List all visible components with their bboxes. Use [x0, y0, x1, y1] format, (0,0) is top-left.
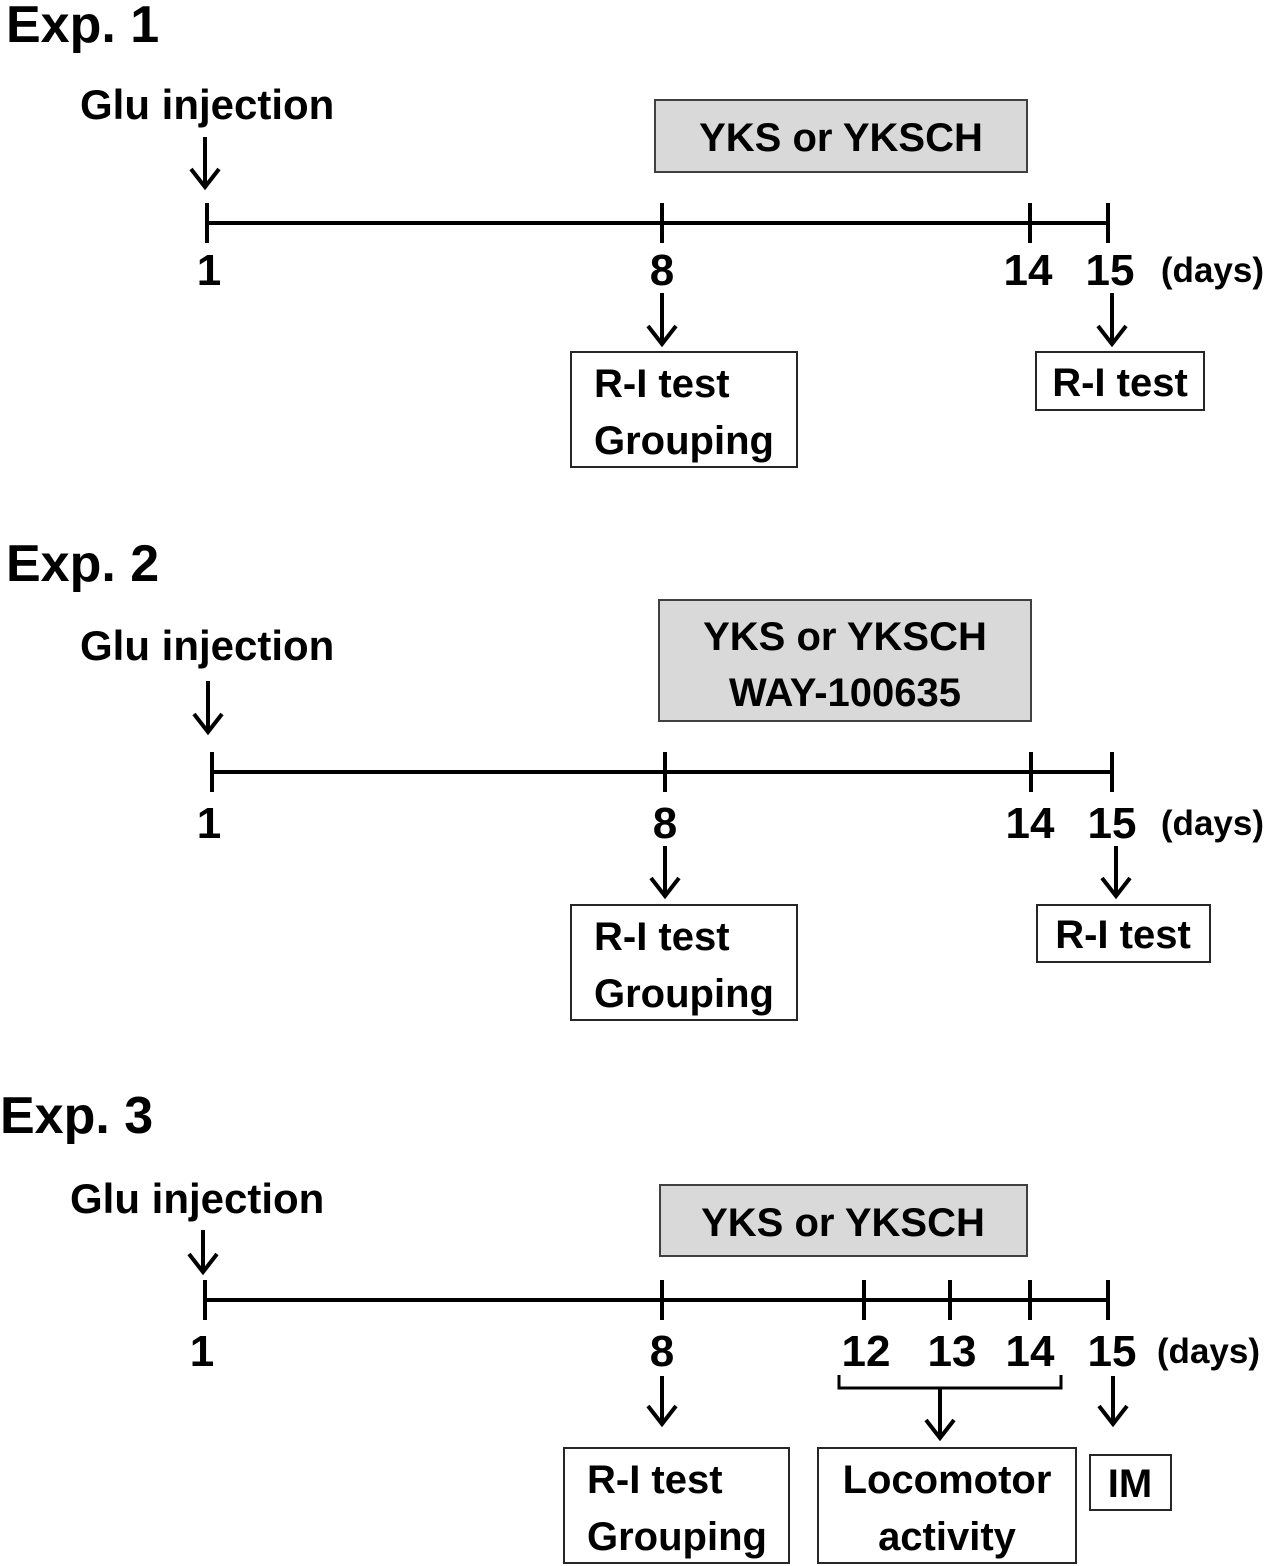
exp3-days-12-14-arrow: [924, 1389, 956, 1442]
exp3-days-12-14-bracket: [837, 1375, 1063, 1390]
exp3-day8-arrow: [646, 1376, 678, 1428]
exp1-title: Exp. 1: [6, 0, 159, 54]
exp2-day8-box: [570, 904, 798, 1021]
exp1-tick-label-day-8: 8: [650, 246, 674, 295]
exp2-day15-arrow: [1100, 846, 1132, 900]
arrow-head: [646, 324, 678, 348]
exp3-tick-label-day-12: 12: [842, 1327, 891, 1376]
exp3-injection-arrow: [187, 1230, 219, 1276]
exp1-day8-box: [570, 351, 798, 468]
arrow-head: [649, 876, 681, 900]
exp2-title: Exp. 2: [6, 535, 159, 593]
exp3-title: Exp. 3: [0, 1087, 153, 1145]
arrow-head: [189, 167, 221, 191]
experiment-3: Exp. 3 Glu injection YKS or YKSCH 1 8 12…: [0, 1087, 1260, 1564]
exp3-locomotor-box-line-2: activity: [878, 1515, 1017, 1559]
exp2-tick-label-day-15: 15: [1088, 799, 1137, 848]
exp2-treatment-label-line-2: WAY-100635: [729, 671, 961, 715]
exp2-day15-box-line-1: R-I test: [1055, 913, 1191, 957]
exp2-days-unit: (days): [1161, 804, 1264, 843]
exp1-day8-box-line-2: Grouping: [594, 419, 774, 463]
arrow-head: [924, 1418, 956, 1442]
exp3-locomotor-box: [817, 1447, 1077, 1564]
exp3-day8-box-line-1: R-I test: [587, 1458, 723, 1502]
exp1-day8-arrow: [646, 293, 678, 348]
exp2-treatment-label-line-1: YKS or YKSCH: [703, 615, 987, 659]
exp1-day8-box-line-1: R-I test: [594, 362, 730, 406]
exp3-day15-box-line-1: IM: [1108, 1462, 1152, 1506]
exp2-tick-label-day-14: 14: [1006, 799, 1055, 848]
experiment-1: Exp. 1 Glu injection YKS or YKSCH 1 8 14…: [6, 0, 1264, 468]
exp3-tick-label-day-8: 8: [650, 1327, 674, 1376]
exp1-day15-arrow: [1096, 293, 1128, 348]
exp2-injection-arrow: [192, 681, 224, 736]
arrow-head: [646, 1404, 678, 1428]
exp3-tick-label-day-14: 14: [1006, 1327, 1055, 1376]
exp3-injection-label: Glu injection: [70, 1175, 324, 1222]
exp1-injection-arrow: [189, 137, 221, 191]
exp2-treatment-box: [658, 599, 1032, 722]
exp3-treatment-box: [659, 1184, 1028, 1257]
arrow-head: [1097, 1404, 1129, 1428]
exp1-tick-label-day-1: 1: [197, 246, 221, 295]
exp3-days-unit: (days): [1157, 1332, 1260, 1371]
exp3-day8-box-line-2: Grouping: [587, 1515, 767, 1559]
exp3-day15-box: [1089, 1454, 1172, 1511]
exp1-days-unit: (days): [1161, 251, 1264, 290]
exp3-day15-arrow: [1097, 1376, 1129, 1428]
exp1-tick-label-day-15: 15: [1086, 246, 1135, 295]
exp1-injection-label: Glu injection: [80, 81, 334, 128]
exp2-day15-box: [1036, 904, 1211, 963]
exp3-day8-box: [563, 1447, 790, 1564]
exp3-tick-label-day-13: 13: [928, 1327, 977, 1376]
exp1-tick-label-day-14: 14: [1004, 246, 1053, 295]
exp3-tick-label-day-1: 1: [190, 1327, 214, 1376]
exp2-tick-label-day-8: 8: [653, 799, 677, 848]
arrow-head: [192, 712, 224, 736]
exp1-day15-box-line-1: R-I test: [1052, 361, 1188, 405]
arrow-head: [1096, 324, 1128, 348]
exp2-day8-box-line-1: R-I test: [594, 915, 730, 959]
exp3-treatment-label: YKS or YKSCH: [701, 1201, 985, 1245]
exp1-treatment-label: YKS or YKSCH: [699, 116, 983, 160]
exp1-treatment-box: [654, 99, 1028, 173]
exp2-day8-arrow: [649, 846, 681, 900]
exp2-tick-label-day-1: 1: [197, 799, 221, 848]
exp3-locomotor-box-line-1: Locomotor: [843, 1458, 1052, 1502]
exp3-tick-label-day-15: 15: [1088, 1327, 1137, 1376]
exp1-day15-box: [1035, 351, 1205, 411]
exp2-injection-label: Glu injection: [80, 622, 334, 669]
exp2-day8-box-line-2: Grouping: [594, 972, 774, 1016]
experiment-2: Exp. 2 Glu injection YKS or YKSCH WAY-10…: [6, 535, 1264, 1021]
arrow-head: [1100, 876, 1132, 900]
arrow-head: [187, 1252, 219, 1276]
